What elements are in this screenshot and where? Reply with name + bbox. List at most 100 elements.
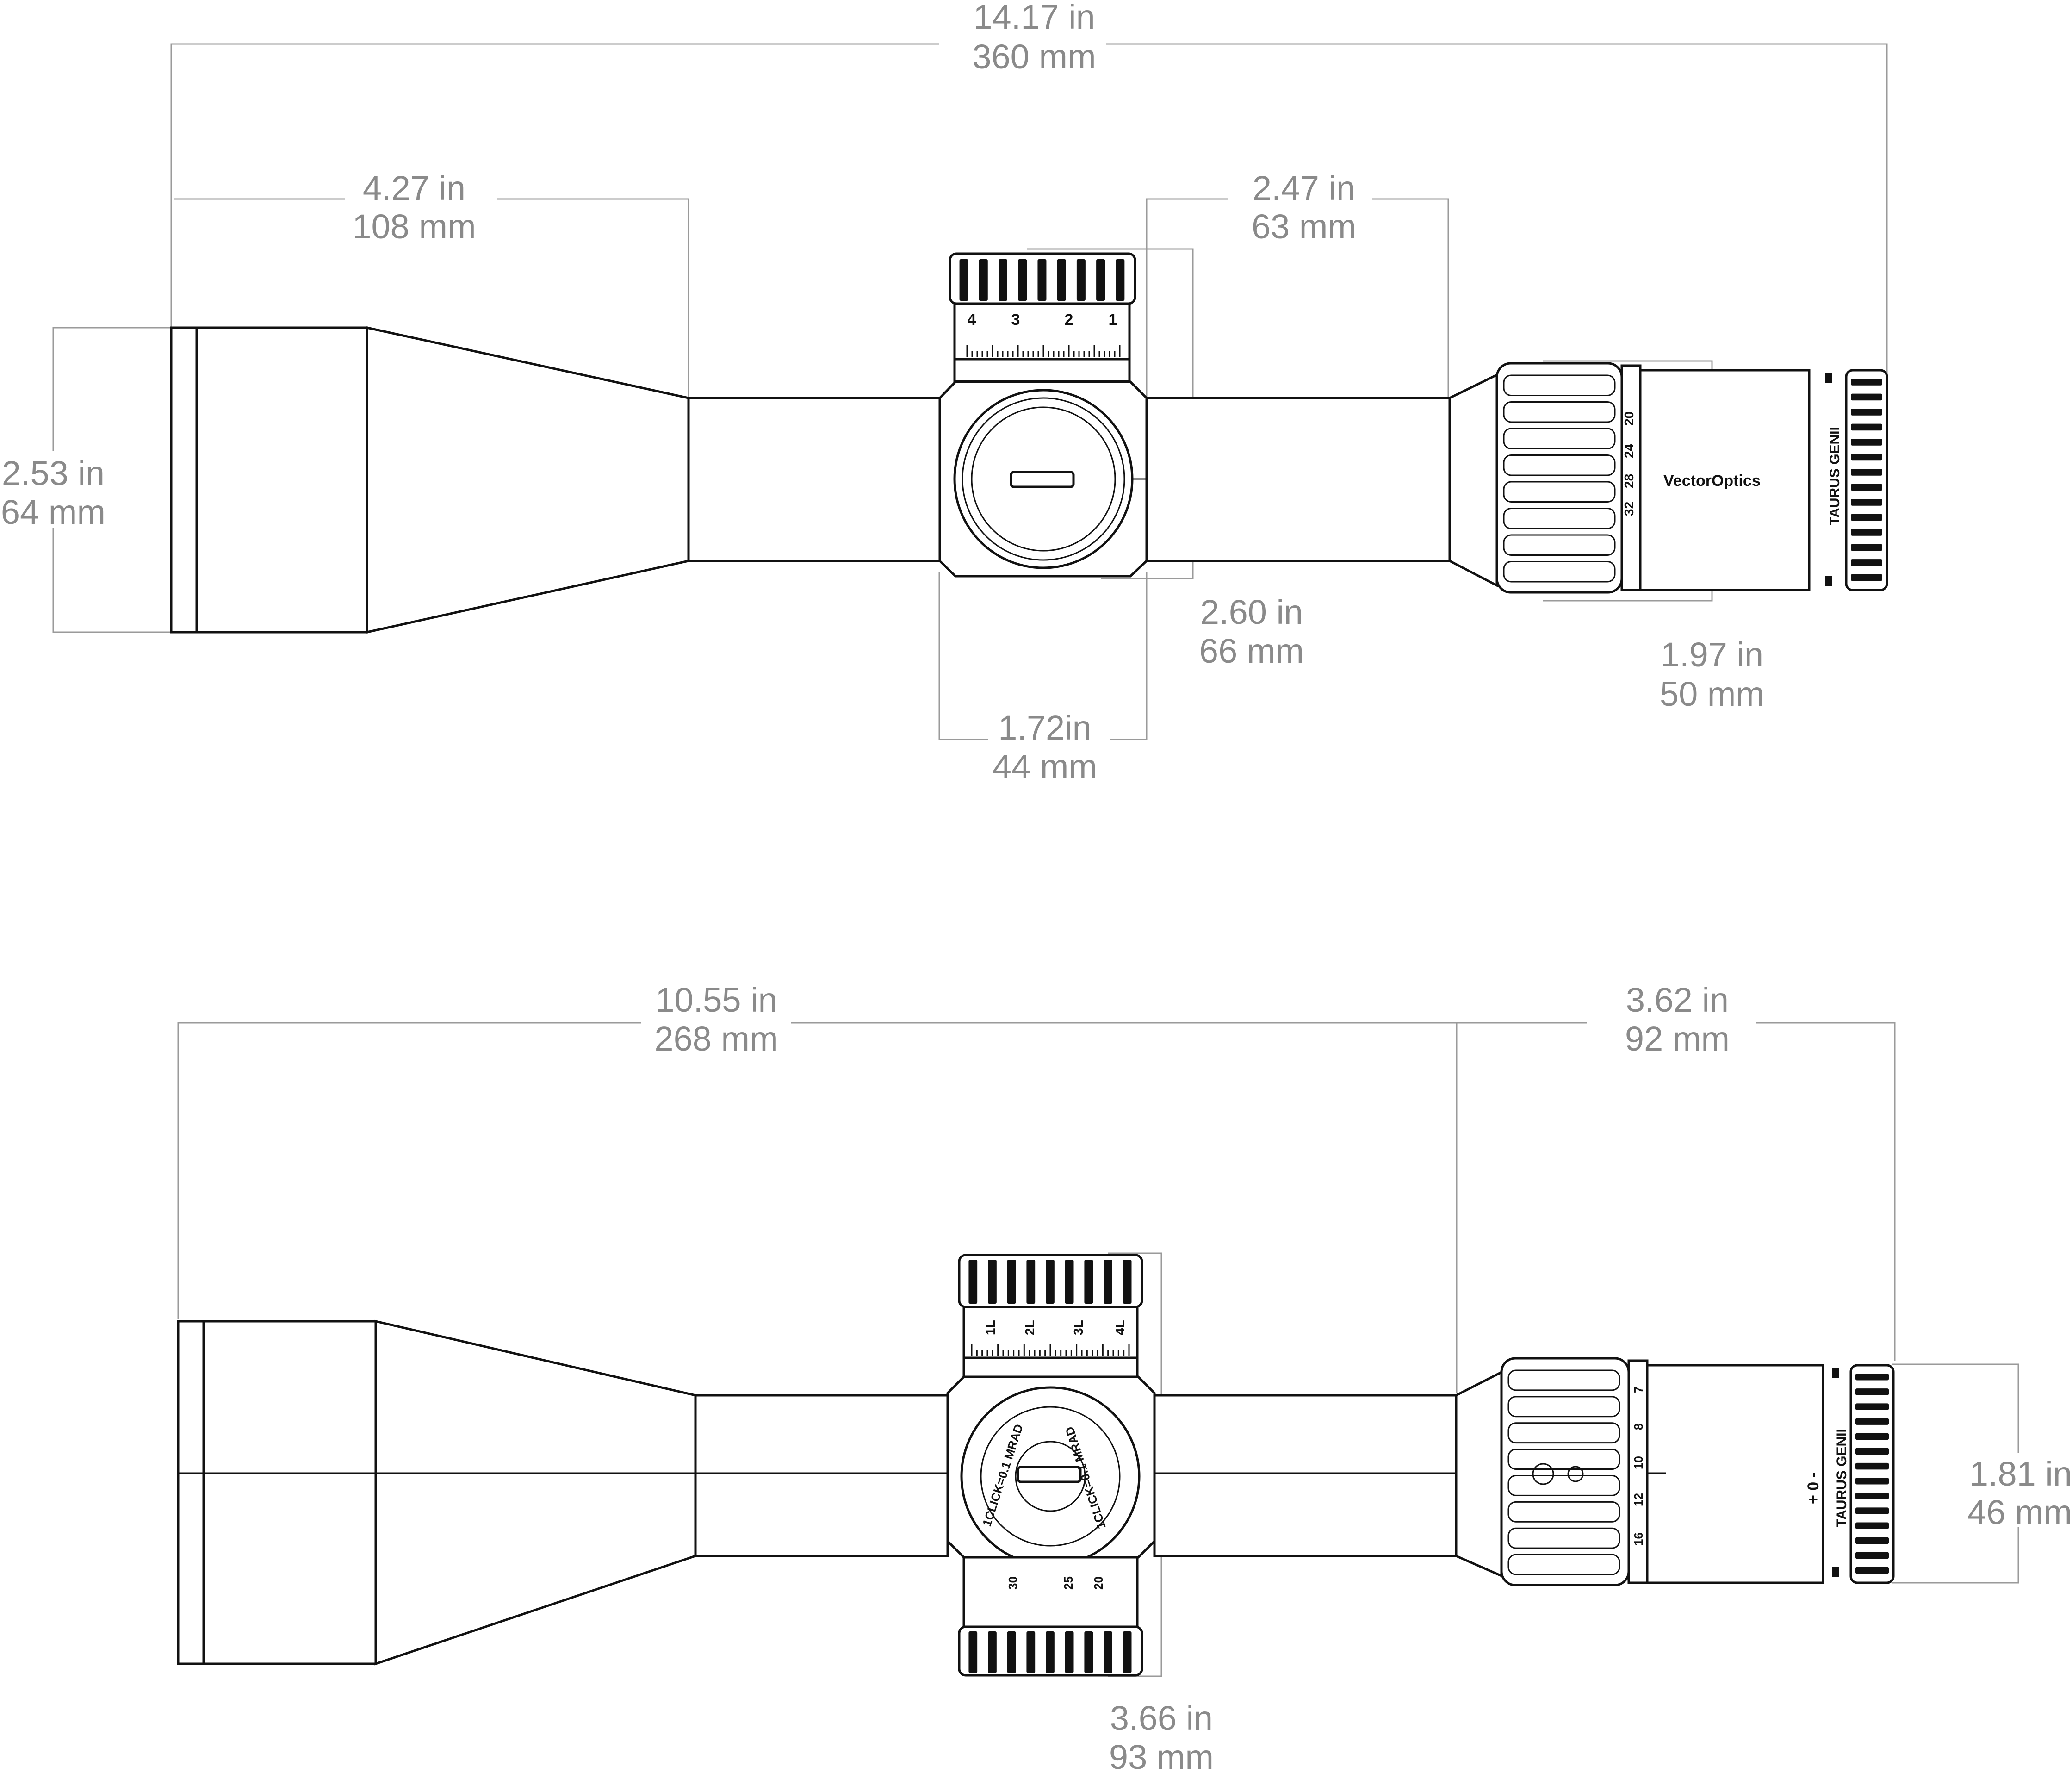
knurl-groove: [1855, 1448, 1889, 1455]
knurl-groove: [1851, 469, 1882, 476]
knurl-groove: [1084, 1260, 1093, 1304]
turret-span-in: 3.66 in: [1110, 1699, 1213, 1737]
turret-span-mm: 93 mm: [1109, 1738, 1214, 1776]
objective-diameter-dimension: 2.53 in 64 mm: [1, 327, 171, 633]
grip-rib: [1507, 1475, 1620, 1496]
grip-rib: [1507, 1554, 1620, 1575]
bottom-eyepiece: 7 8 10 12 16 + 0 - TAURUS GENII: [1500, 1357, 1895, 1586]
elev-mark-3: 3: [1011, 311, 1020, 329]
mag-mark-28: 28: [1622, 474, 1636, 488]
knurl-groove: [1851, 484, 1882, 491]
knurl-groove: [1855, 1552, 1889, 1559]
knurl-groove: [1851, 454, 1882, 461]
knurl-groove: [1104, 1631, 1112, 1673]
knurl-groove: [1076, 259, 1086, 301]
mag-mark-24: 24: [1622, 443, 1636, 458]
bmag-mark-12: 12: [1632, 1493, 1645, 1506]
objective-length-mm: 108 mm: [352, 207, 476, 246]
turret-height-mm: 66 mm: [1199, 632, 1304, 670]
windage-knurl: [968, 1260, 1132, 1304]
knurl-groove: [968, 1631, 978, 1673]
knurl-groove: [1084, 1631, 1093, 1673]
overall-length-in: 14.17 in: [973, 0, 1095, 36]
knurl-groove: [979, 259, 988, 301]
windage-mark-1l: 1L: [983, 1320, 998, 1335]
bmag-mark-7: 7: [1632, 1387, 1645, 1393]
magnification-ring-ribs: [1503, 374, 1616, 583]
objective-length-in: 4.27 in: [363, 169, 465, 207]
bmag-mark-10: 10: [1632, 1456, 1645, 1469]
parallax-mark-30: 30: [1006, 1576, 1020, 1590]
knurl-groove: [968, 1260, 978, 1304]
eyepiece-diameter-in: 1.97 in: [1661, 635, 1763, 674]
ocular-bell-mm: 63 mm: [1252, 207, 1356, 246]
top-saddle: [938, 380, 1148, 578]
elev-mark-4: 4: [968, 311, 976, 329]
saddle-length-in: 1.72in: [998, 709, 1092, 747]
bottom-saddle: 1CLICK=0.1 MRAD 1CLICK=0.1 MRAD: [946, 1375, 1156, 1567]
knurl-groove: [1065, 1260, 1074, 1304]
knurl-groove: [1065, 1631, 1074, 1673]
knurl-groove: [1037, 259, 1047, 301]
overall-length-mm: 360 mm: [972, 37, 1096, 76]
turret-height-in: 2.60 in: [1200, 593, 1303, 631]
knurl-groove: [1855, 1462, 1889, 1470]
knurl-groove: [1046, 1631, 1055, 1673]
elev-mark-2: 2: [1065, 311, 1073, 329]
saddle-length-dimension: 1.72in 44 mm: [938, 572, 1148, 786]
knurl-groove: [1855, 1403, 1889, 1410]
bottom-model-name: TAURUS GENII: [1834, 1429, 1849, 1527]
ocular-bell-in: 2.47 in: [1253, 169, 1355, 207]
knurl-groove: [1851, 559, 1882, 566]
top-scope-body: [170, 326, 1498, 634]
knurl-groove: [1123, 1631, 1132, 1673]
parallax-knurl: [968, 1631, 1132, 1673]
bottom-view: 10.55 in 268 mm 3.62 in 92 mm 1.81 in 46…: [177, 981, 2072, 1776]
eyepiece-knurl: [1851, 379, 1882, 581]
knurl-groove: [1057, 259, 1066, 301]
diopter-scale: + 0 -: [1805, 1472, 1822, 1504]
knurl-groove: [999, 259, 1007, 301]
grip-rib: [1507, 1422, 1620, 1444]
bottom-parallax-turret: 30 25 20: [958, 1556, 1143, 1677]
ocular-bell-dimension: 2.47 in 63 mm: [1146, 169, 1449, 403]
eyepiece-height-dimension: 1.81 in 46 mm: [1892, 1363, 2072, 1584]
objective-length-dimension: 4.27 in 108 mm: [174, 169, 689, 403]
eyepiece-diameter-mm: 50 mm: [1660, 675, 1764, 713]
mag-mark-20: 20: [1622, 411, 1636, 426]
eyepiece-height-in: 1.81 in: [1969, 1455, 2072, 1493]
knurl-groove: [1851, 529, 1882, 536]
knurl-groove: [1018, 259, 1027, 301]
knurl-groove: [1855, 1522, 1889, 1529]
eyepiece-diameter-dimension: 1.97 in 50 mm: [1543, 360, 1764, 713]
windage-scale-ticks: [971, 1344, 1130, 1356]
mag-mark-32: 32: [1622, 502, 1636, 516]
parallax-mark-20: 20: [1092, 1576, 1105, 1590]
brand-logo: VectorOptics: [1663, 472, 1761, 490]
knurl-groove: [1123, 1260, 1132, 1304]
knurl-groove: [1855, 1567, 1889, 1574]
knurl-groove: [1855, 1537, 1889, 1544]
grip-rib: [1507, 1396, 1620, 1418]
knurl-groove: [1851, 514, 1882, 521]
knurl-groove: [1007, 1260, 1016, 1304]
eye-relief-mm: 92 mm: [1625, 1020, 1730, 1058]
bottom-eyepiece-knurl: [1855, 1374, 1889, 1574]
bmag-mark-16: 16: [1632, 1532, 1645, 1546]
knurl-groove: [1855, 1418, 1889, 1425]
bottom-scope-body: [177, 1319, 1503, 1666]
grip-rib: [1507, 1369, 1620, 1391]
knurl-groove: [1007, 1631, 1016, 1673]
mount-to-front-in: 10.55 in: [655, 981, 777, 1019]
top-view: 14.17 in 360 mm 4.27 in 108 mm 2.47 in 6…: [1, 0, 1888, 786]
knurl-groove: [1096, 259, 1105, 301]
windage-mark-3l: 3L: [1071, 1320, 1086, 1335]
knurl-groove: [1851, 439, 1882, 446]
mount-to-front-dimension: 10.55 in 268 mm: [177, 981, 1458, 1393]
top-eyepiece: 32 28 24 20 VectorOptics TAURUS GENII: [1495, 362, 1888, 594]
grip-rib: [1503, 454, 1616, 476]
knurl-groove: [1851, 379, 1882, 386]
grip-rib: [1503, 481, 1616, 503]
overall-length-dimension: 14.17 in 360 mm: [170, 0, 1888, 504]
